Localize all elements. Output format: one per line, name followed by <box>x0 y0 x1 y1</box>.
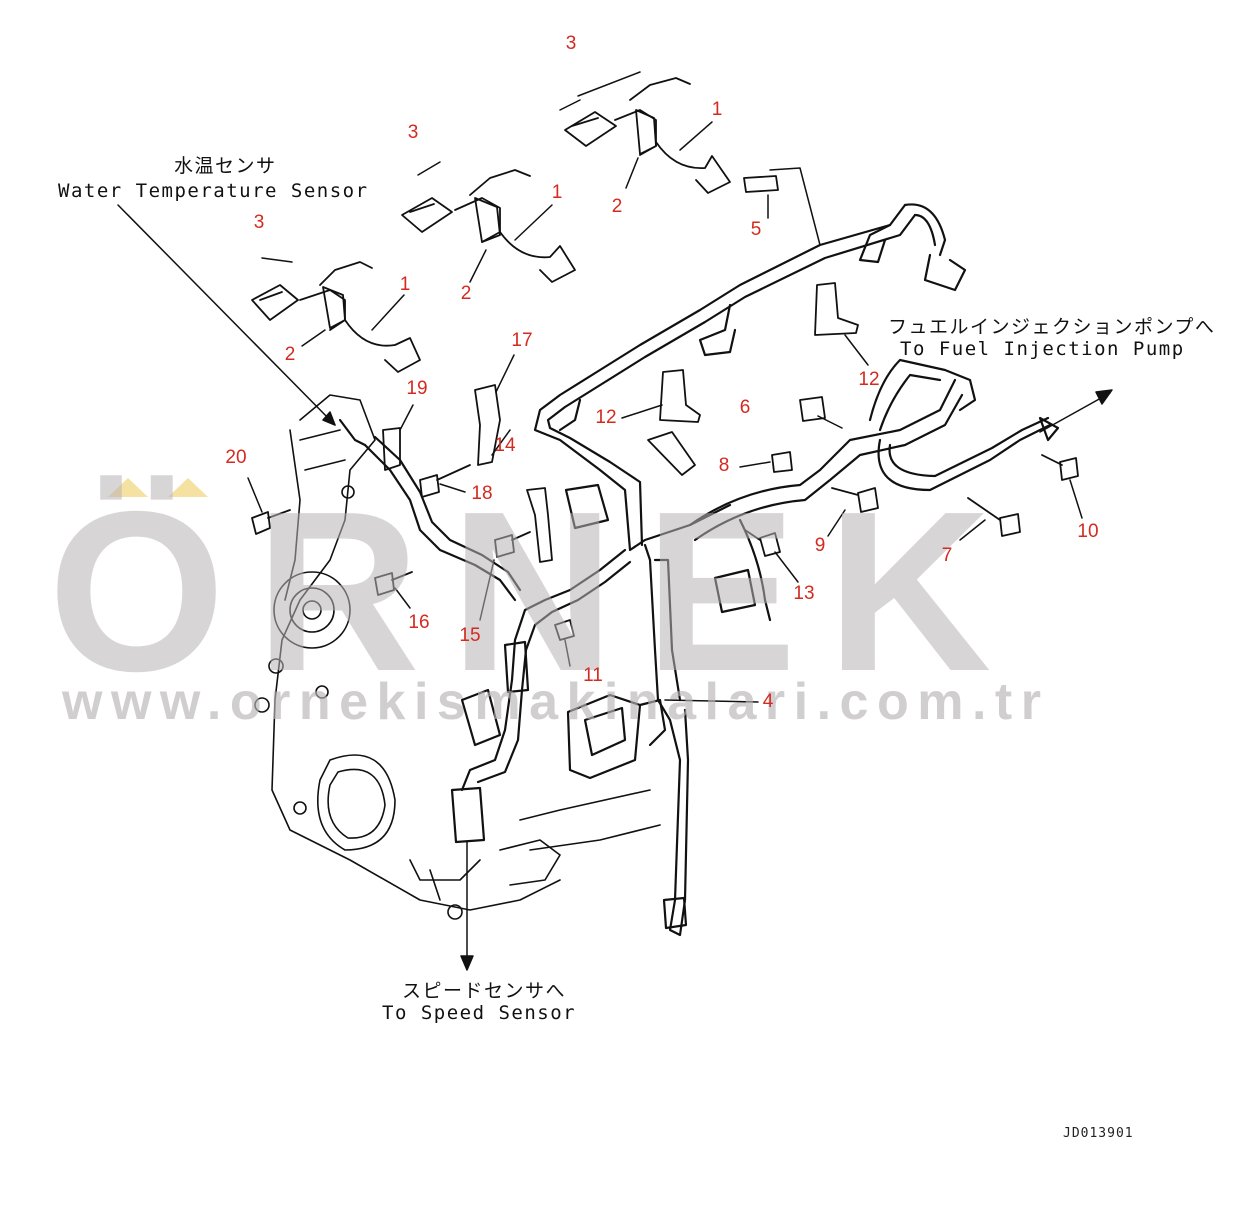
part-number: 2 <box>611 196 623 217</box>
part-number: 1 <box>399 274 411 295</box>
sensor-assembly-2 <box>401 169 576 283</box>
leader-lines <box>117 71 1113 971</box>
part-number: 3 <box>407 122 419 143</box>
drawing-code: JD013901 <box>1063 1126 1134 1141</box>
part-number: 7 <box>941 545 953 566</box>
part-number: 19 <box>406 378 428 399</box>
fuel-pump-label-jp: フュエルインジェクションポンプへ <box>888 316 1216 338</box>
part-number: 6 <box>739 397 751 418</box>
part-number: 10 <box>1077 521 1099 542</box>
speed-sensor-label-jp: スピードセンサへ <box>402 980 567 1002</box>
part-number: 4 <box>762 691 774 712</box>
part-number: 17 <box>511 330 533 351</box>
part-number: 1 <box>551 182 563 203</box>
part-number: 3 <box>565 33 577 54</box>
part-number: 14 <box>494 435 516 456</box>
engine-block <box>254 394 661 920</box>
part-number: 13 <box>793 583 815 604</box>
part-number: 5 <box>750 219 762 240</box>
part-number: 12 <box>595 407 617 428</box>
sensor-assembly-3 <box>564 77 731 194</box>
part-number: 16 <box>408 612 430 633</box>
water-temp-label-jp: 水温センサ <box>174 155 277 177</box>
water-temp-label-en: Water Temperature Sensor <box>58 180 369 202</box>
part-number: 15 <box>459 625 481 646</box>
speed-sensor-label-en: To Speed Sensor <box>382 1002 577 1024</box>
part-number: 2 <box>460 283 472 304</box>
part-number: 9 <box>814 535 826 556</box>
part-number: 2 <box>284 344 296 365</box>
watermark-brand: ÖRNEK <box>48 465 1022 719</box>
part-number: 8 <box>718 455 730 476</box>
part-number: 20 <box>225 447 247 468</box>
part-number: 12 <box>858 369 880 390</box>
part-number: 18 <box>471 483 493 504</box>
sensor-assembly-1 <box>251 261 421 373</box>
hardware <box>251 175 1079 641</box>
part-number: 11 <box>583 665 603 686</box>
main-harness <box>338 203 1060 937</box>
watermark-url: www.ornekismakinalari.com.tr <box>62 673 1050 731</box>
part-number: 3 <box>253 212 265 233</box>
part-number: 1 <box>711 99 723 120</box>
fuel-pump-label-en: To Fuel Injection Pump <box>900 338 1185 360</box>
